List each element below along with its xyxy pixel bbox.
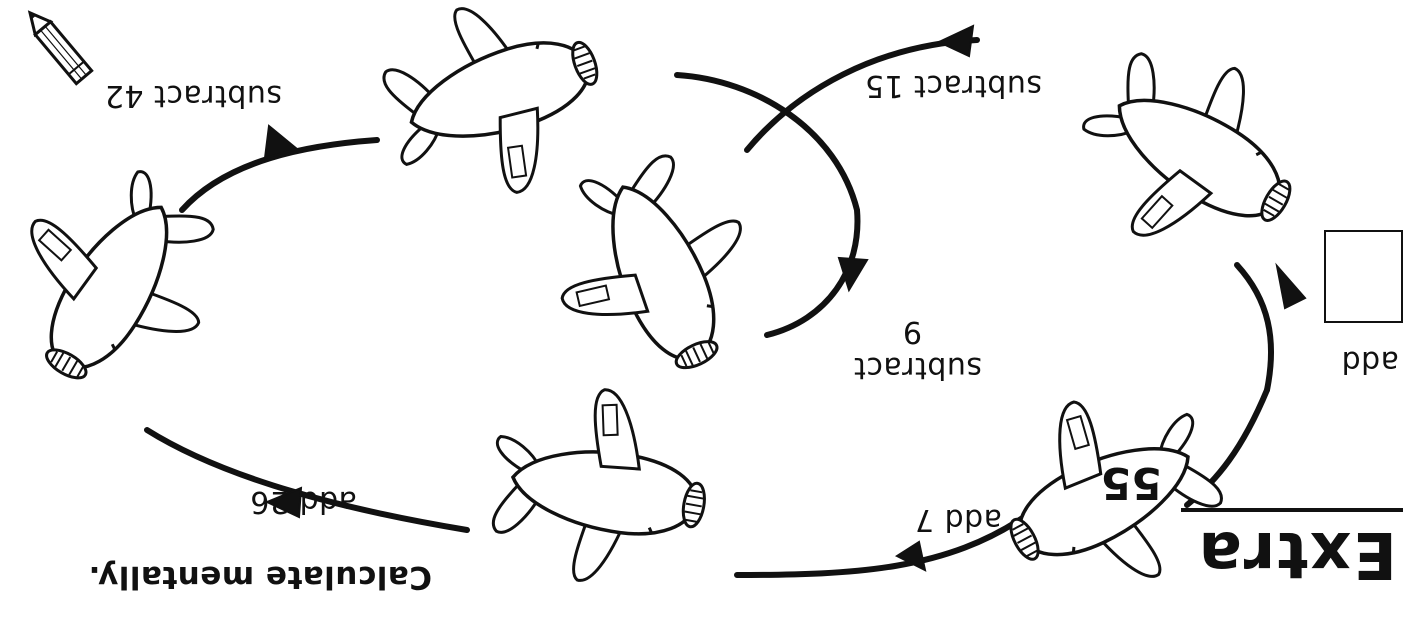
- step-label-subtract-15: subtract 15: [864, 68, 1042, 103]
- step-label-add-7: add 7: [914, 502, 1002, 537]
- arrow-subtract-9: [674, 72, 861, 338]
- arrow-add-7: [734, 512, 1030, 578]
- step-label-subtract-42: subtract 42: [104, 78, 282, 113]
- title-underline: [1181, 508, 1403, 512]
- arrow-subtract-15: [744, 37, 980, 153]
- worksheet-title: Extra: [1196, 517, 1397, 591]
- pencil-icon: [27, 10, 94, 86]
- start-number: 55: [1100, 457, 1162, 508]
- airplane-icon: [474, 370, 723, 602]
- airplane-icon: [0, 135, 252, 422]
- step-label-add: add: [1341, 344, 1399, 379]
- step-label-add-26: add 26: [249, 484, 357, 519]
- arrow-add-box: [1234, 262, 1275, 393]
- airplane-icon: [1047, 15, 1334, 293]
- arrow-subtract-42: [179, 137, 380, 213]
- instruction-text: Calculate mentally.: [88, 559, 432, 595]
- airplane-icon: [519, 127, 788, 408]
- step-value-subtract: 9: [902, 314, 922, 349]
- answer-box[interactable]: [1324, 230, 1403, 323]
- step-label-subtract: subtract: [853, 350, 982, 385]
